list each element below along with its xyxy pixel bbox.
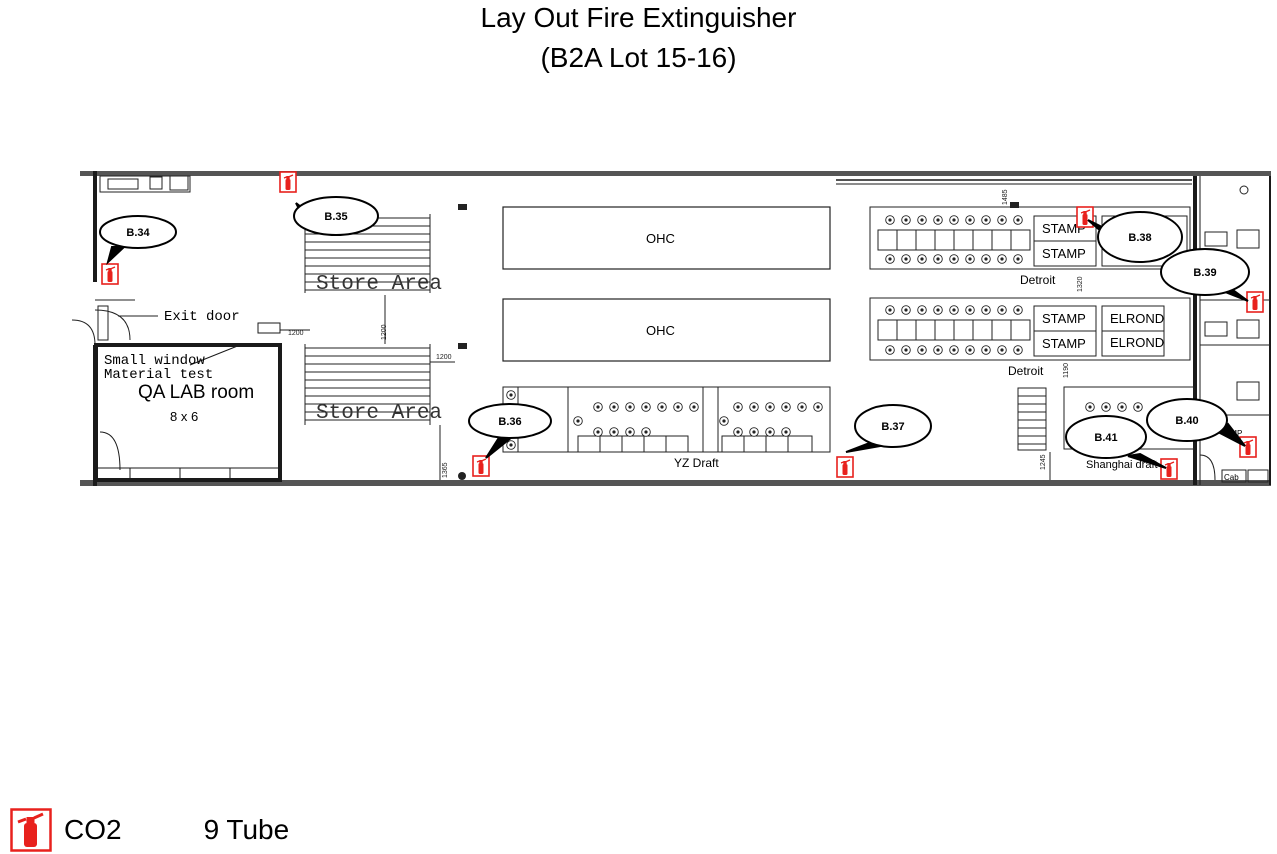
right-utility-room <box>1199 185 1270 483</box>
top-left-fixtures <box>99 175 191 193</box>
station-label-b38: B.38 <box>1128 232 1151 244</box>
dim-label: 1320 <box>1077 276 1084 292</box>
column-markers <box>458 202 1019 480</box>
fire-extinguisher-icon <box>101 263 119 285</box>
fire-extinguisher-icon <box>1246 291 1264 313</box>
station-label-b34: B.34 <box>126 227 150 239</box>
exit-door-label: Exit door <box>164 309 240 325</box>
callout-b40 <box>1146 398 1246 447</box>
station-label-b40: B.40 <box>1175 415 1198 427</box>
shanghai-draft-label: Shanghai draft <box>1086 459 1158 471</box>
yz-draft-chairs <box>506 390 823 450</box>
station-label-b36: B.36 <box>498 416 521 428</box>
detroit-lower-label: Detroit <box>1008 364 1044 378</box>
yz-draft-line <box>502 386 831 453</box>
callout-b36 <box>468 403 552 459</box>
fire-extinguisher-icon <box>836 456 854 478</box>
dimension-labels: 1200 1200 1200 1365 1485 1320 1190 1245 <box>288 189 1084 478</box>
callout-b37 <box>845 404 932 453</box>
dim-label: 1245 <box>1040 454 1047 470</box>
fire-extinguisher-icon <box>10 808 52 852</box>
station-label-b39: B.39 <box>1193 267 1216 279</box>
legend-type: CO2 <box>64 814 122 845</box>
dim-label: 1485 <box>1002 189 1009 205</box>
ohc-lower-label: OHC <box>646 323 675 338</box>
dim-label: 1190 <box>1063 363 1070 378</box>
store-area-lower-label: Store Area <box>316 402 442 425</box>
dim-label: 1200 <box>436 354 452 361</box>
layout-subtitle: (B2A Lot 15-16) <box>540 42 737 73</box>
store-area-upper <box>304 214 431 293</box>
dim-label: 1200 <box>381 324 388 340</box>
fire-extinguisher-icon <box>472 455 490 477</box>
stamp-label: STAMP <box>1042 246 1086 261</box>
cab-label: Cab <box>1224 473 1239 482</box>
material-test-label: Material test <box>104 367 213 383</box>
elrond-label: ELROND <box>1110 311 1164 326</box>
fire-extinguisher-icon <box>1076 206 1094 228</box>
detroit-line-lower <box>869 297 1191 361</box>
stamp-label: STAMP <box>1042 336 1086 351</box>
small-window-label: Small window <box>104 353 205 369</box>
dim-label: 1200 <box>288 330 304 337</box>
detroit-line-upper <box>869 206 1191 270</box>
station-label-b41: B.41 <box>1094 432 1117 444</box>
fire-extinguisher-icon <box>279 171 297 193</box>
callouts <box>99 196 1250 469</box>
callout-b39 <box>1160 248 1250 302</box>
layout-title: Lay Out Fire Extinguisher <box>480 2 797 33</box>
elrond-label: ELROND <box>1110 335 1164 350</box>
fire-extinguisher-icon <box>1239 436 1257 458</box>
legend-quantity: 9 Tube <box>203 814 290 845</box>
station-label-b37: B.37 <box>881 421 904 433</box>
ohc-upper-label: OHC <box>646 231 675 246</box>
fire-extinguisher-icon <box>1160 458 1178 480</box>
qa-lab-room <box>94 322 310 482</box>
legend: CO2 9 Tube <box>10 808 289 852</box>
yz-draft-label: YZ Draft <box>674 456 719 470</box>
ohc-blocks <box>502 206 831 362</box>
callout-b35 <box>293 196 379 236</box>
store-area-lower <box>304 295 455 480</box>
shanghai-chairs <box>1085 402 1143 412</box>
exit-door <box>71 299 158 346</box>
callout-b41 <box>1065 415 1167 469</box>
dim-label: 1365 <box>442 462 449 478</box>
qa-lab-label: QA LAB room <box>138 382 254 403</box>
callout-b38 <box>1087 211 1183 263</box>
station-label-b35: B.35 <box>324 211 347 223</box>
stamp-label: STAMP <box>1042 311 1086 326</box>
qa-lab-size: 8 x 6 <box>170 409 198 424</box>
detroit-upper-label: Detroit <box>1020 273 1056 287</box>
stamp-label: STAMP <box>1042 221 1086 236</box>
store-area-upper-label: Store Area <box>316 273 442 296</box>
callout-b34 <box>99 215 177 266</box>
